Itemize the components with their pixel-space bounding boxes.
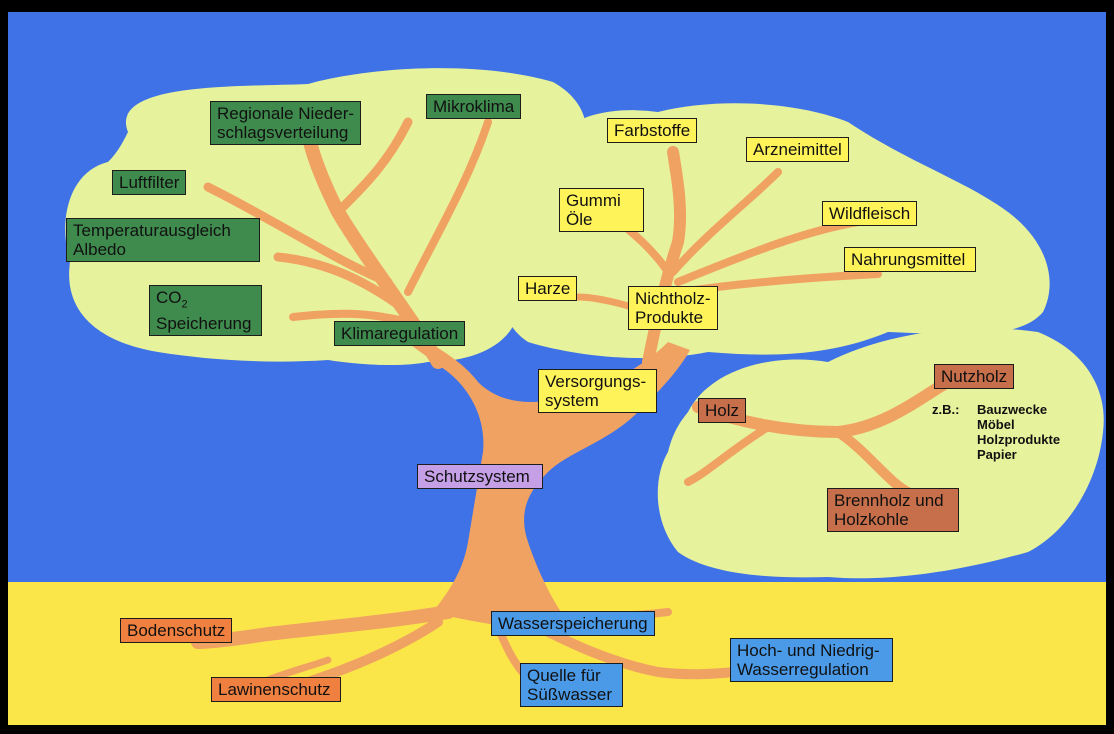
- canopy-right: [657, 328, 1104, 579]
- label-line: Süßwasser: [527, 685, 613, 704]
- co2-subscript: 2: [181, 298, 188, 311]
- label-line: Speicherung: [156, 314, 252, 334]
- label-line: Gummi: [566, 191, 621, 210]
- label-lawinenschutz: Lawinenschutz: [211, 677, 342, 702]
- label-line: Albedo: [73, 240, 126, 259]
- label-nichtholz-produkte: Nichtholz- Produkte: [628, 286, 718, 330]
- examples-prefix: z.B.:: [932, 402, 960, 417]
- label-bodenschutz: Bodenschutz: [120, 618, 233, 643]
- label-wildfleisch: Wildfleisch: [822, 201, 918, 226]
- label-line: Öle: [566, 210, 593, 229]
- label-line: Holzkohle: [834, 510, 909, 529]
- label-farbstoffe: Farbstoffe: [607, 118, 698, 143]
- label-line: Produkte: [635, 308, 704, 327]
- example-item: Möbel: [977, 417, 1015, 432]
- label-line: Wasserregulation: [737, 660, 869, 679]
- co2-text: CO: [156, 288, 182, 307]
- label-temperaturausgleich-albedo: Temperaturausgleich Albedo: [66, 218, 260, 262]
- example-item: Bauzwecke: [977, 402, 1048, 417]
- label-line: Nichtholz-: [635, 289, 711, 308]
- label-line: schlagsverteilung: [217, 123, 349, 142]
- label-schutzsystem: Schutzsystem: [417, 464, 543, 489]
- label-hoch-niedrigwasserregulation: Hoch- und Niedrig- Wasserregulation: [730, 638, 893, 682]
- label-nahrungsmittel: Nahrungsmittel: [844, 247, 977, 272]
- example-item: Holzprodukte: [977, 432, 1061, 447]
- label-mikroklima: Mikroklima: [426, 94, 522, 119]
- label-gummi-oele: Gummi Öle: [559, 188, 644, 232]
- label-line: Brennholz und: [834, 491, 944, 510]
- label-line: Hoch- und Niedrig-: [737, 641, 880, 660]
- label-arzneimittel: Arzneimittel: [746, 137, 849, 162]
- label-holz: Holz: [698, 398, 747, 423]
- label-line: Regionale Nieder-: [217, 104, 355, 123]
- forest-functions-tree-diagram: Regionale Nieder- schlagsverteilung Mikr…: [8, 12, 1106, 725]
- label-line: system: [545, 391, 599, 410]
- label-klimaregulation: Klimaregulation: [334, 321, 466, 346]
- label-line: CO2: [156, 288, 251, 314]
- label-quelle-suesswasser: Quelle für Süßwasser: [520, 663, 624, 707]
- label-harze: Harze: [518, 276, 578, 301]
- label-line: Quelle für: [527, 666, 601, 685]
- label-regionale-niederschlagsverteilung: Regionale Nieder- schlagsverteilung: [210, 101, 362, 145]
- label-wasserspeicherung: Wasserspeicherung: [491, 611, 655, 636]
- nutzholz-examples: z.B.: Bauzwecke Möbel Holzprodukte Papie…: [932, 402, 1082, 468]
- label-nutzholz: Nutzholz: [934, 364, 1015, 389]
- label-line: Versorgungs-: [545, 372, 647, 391]
- label-co2-speicherung: CO2 Speicherung: [149, 285, 263, 337]
- label-line: Temperaturausgleich: [73, 221, 231, 240]
- examples-list: Bauzwecke Möbel Holzprodukte Papier: [977, 402, 1060, 462]
- example-item: Papier: [977, 447, 1017, 462]
- label-brennholz-holzkohle: Brennholz und Holzkohle: [827, 488, 959, 532]
- label-versorgungssystem: Versorgungs- system: [538, 369, 658, 413]
- label-luftfilter: Luftfilter: [112, 170, 187, 195]
